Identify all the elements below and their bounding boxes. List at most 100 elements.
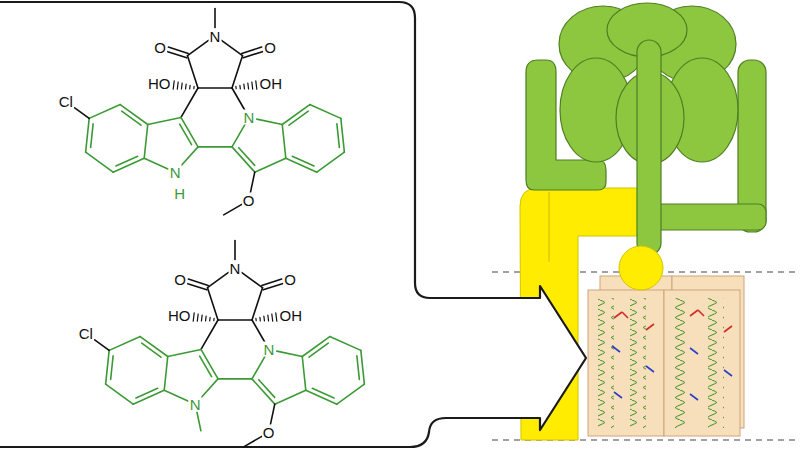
bond-line [75,108,89,119]
bond-line [252,379,275,404]
bond-line [189,85,191,89]
bond-line [109,337,140,351]
bond-line [205,316,207,321]
atom-label: N [264,341,275,358]
bond-line [317,152,345,172]
bond-line [193,313,194,321]
bond-line [224,204,242,214]
atom-label: N [230,259,241,276]
bond-line [251,82,253,89]
bond-line [180,124,192,145]
bond-line [187,56,198,88]
bond-line [302,337,330,357]
bond-line [185,84,187,89]
bond-line [361,350,365,384]
atom-label: HO [168,307,191,324]
callout-frame [0,2,586,447]
bond-line [213,318,214,320]
bond-line [250,172,254,192]
atom-label: O [154,38,166,55]
bond-line [89,105,120,119]
bond-line [241,272,262,287]
bond-line [282,105,310,125]
helix [708,298,724,428]
atom-label-box: OH [279,308,304,323]
residue-sticks [612,310,732,400]
bond-line [232,88,245,111]
bond-line [309,343,328,357]
bond-line [289,111,308,125]
atom-label: O [174,270,186,287]
atom-label: O [243,192,255,209]
atom-label-box: Cl [78,326,94,341]
atom-label-box: N [189,397,202,412]
atom-label-box: H [173,185,186,200]
bond-line [207,272,228,287]
atom-label: N [210,27,221,44]
atom-label: OH [260,75,283,92]
bond-line [302,357,306,391]
bond-line [198,87,232,89]
bond-line [243,84,245,89]
bond-line [312,388,334,398]
atom-label-box: Cl [58,94,74,109]
atom-label-box: O [173,271,187,286]
bond-line [207,288,218,320]
bond-line [142,343,161,357]
bond-line [263,316,265,321]
atom-label: HO [148,75,171,92]
bond-line [168,349,201,356]
atom-label-box: N [263,342,276,357]
bond-line [256,81,257,89]
atom-label-box: HO [167,308,192,323]
bond-line [239,85,241,89]
atom-label: O [284,270,296,287]
bond-line [106,350,110,384]
helix [630,298,646,428]
atom-label: Cl [59,93,73,110]
bond-line [330,337,361,351]
bond-line [218,378,252,380]
bond-line [91,124,93,148]
bond-line [232,56,243,88]
green-bar [652,204,766,230]
bond-line [181,147,198,166]
bond-line [148,117,181,124]
bond-line [218,319,252,321]
bond-line [198,146,232,148]
bond-line [337,384,365,404]
bond-line [167,51,187,57]
atom-label: Cl [79,325,93,342]
bond-line [120,105,148,125]
atom-label-box: N [209,28,222,43]
atom-label-box: N [243,110,256,125]
central-stalk [637,40,661,255]
bond-line [282,125,286,159]
atom-label-box: N [229,260,242,275]
bond-line [122,111,141,125]
bond-line [201,320,218,349]
bond-line [252,288,263,320]
atom-label-box: OH [259,76,284,91]
atom-label-box: O [262,425,276,440]
atom-label: OH [280,307,303,324]
c-subunit [664,290,740,436]
bond-line [270,404,274,424]
atom-label-box: O [283,271,297,286]
bond-line [209,317,211,321]
c-subunit [588,290,664,436]
bond-line [341,118,345,152]
atom-label: N [170,164,181,181]
bond-line [275,390,306,404]
bond-line [247,83,249,89]
bond-line [187,40,208,55]
bond-line [106,384,134,404]
bond-line [259,317,261,321]
bond-line [259,380,275,398]
atom-label-box: O [153,39,167,54]
helix [674,298,690,428]
atom-label: H [174,184,185,201]
atom-label-box: O [263,39,277,54]
